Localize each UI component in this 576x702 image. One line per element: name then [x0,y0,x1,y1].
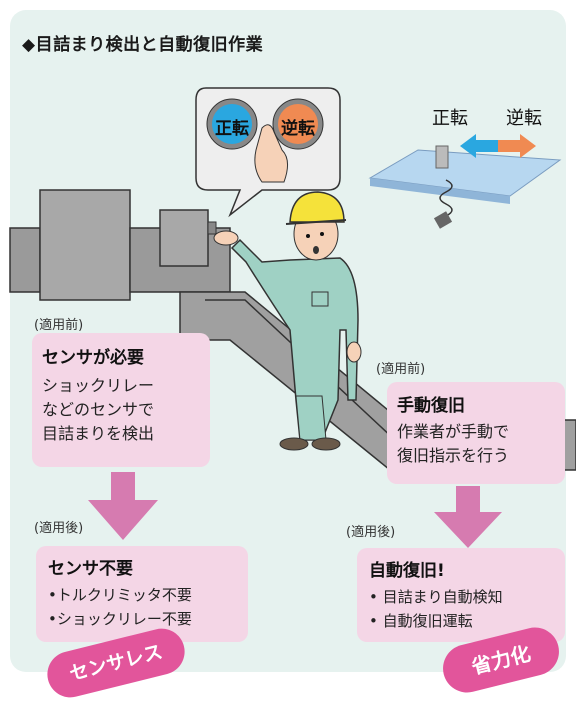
reverse-direction-label: 逆転 [506,108,542,129]
left-before-line: 目詰まりを検出 [42,424,155,443]
forward-direction-label: 正転 [432,108,468,129]
left-after-note: (適用後) [34,521,84,536]
right-after-box: 自動復旧! • 目詰まり自動検知 • 自動復旧運転 [357,548,565,642]
left-before-note: (適用前) [34,318,84,333]
left-after-item: •ショックリレー不要 [48,610,192,628]
right-before-line: 作業者が手動で [397,422,510,441]
mesh-icon [368,145,562,229]
right-after-heading: 自動復旧! [369,561,445,581]
left-before-heading: センサが必要 [42,348,144,368]
left-after-heading: センサ不要 [48,559,133,579]
right-after-item: • 自動復旧運転 [369,612,473,630]
right-after-note: (適用後) [346,525,396,540]
forward-button-icon [212,104,252,144]
forward-button-label: 正転 [215,119,249,139]
left-after-box: センサ不要 •トルクリミッタ不要 •ショックリレー不要 [36,546,248,642]
reverse-button-label: 逆転 [281,119,315,139]
left-before-line: などのセンサで [42,400,155,419]
right-before-note: (適用前) [376,362,426,377]
direction-arrow-icon [460,134,536,158]
left-before-line: ショックリレー [42,376,155,395]
right-before-line: 復旧指示を行う [397,446,510,465]
right-before-box: 手動復旧 作業者が手動で 復旧指示を行う [387,382,565,484]
worker-figure [213,191,362,451]
left-after-item: •トルクリミッタ不要 [48,586,192,604]
left-before-box: センサが必要 ショックリレー などのセンサで 目詰まりを検出 [32,333,210,467]
reverse-button-icon [278,104,318,144]
page-title: ◆目詰まり検出と自動復旧作業 [22,35,264,55]
button-panel-bubble [195,87,341,218]
down-arrow-right [434,486,502,548]
down-arrow-left [88,472,158,540]
right-after-item: • 目詰まり自動検知 [369,588,503,606]
right-before-heading: 手動復旧 [397,396,465,416]
